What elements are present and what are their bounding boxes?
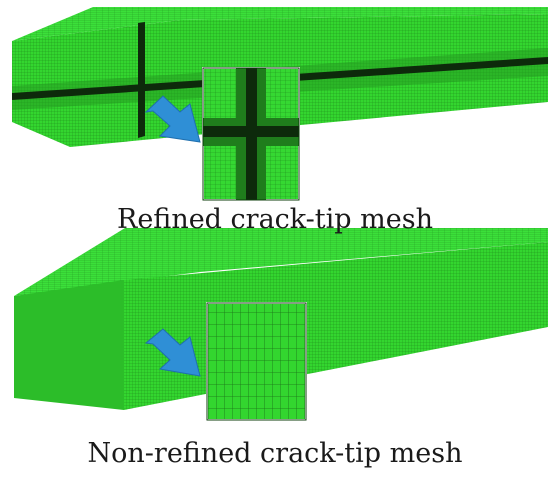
refined-inset bbox=[202, 67, 300, 201]
refined-caption: Refined crack-tip mesh bbox=[117, 204, 433, 235]
non-refined-caption: Non-refined crack-tip mesh bbox=[87, 438, 463, 469]
non-refined-inset bbox=[206, 302, 307, 421]
refined-beam-top-face bbox=[12, 7, 548, 41]
crack-line-vertical bbox=[138, 22, 145, 138]
non-refined-beam-top-face bbox=[14, 228, 548, 296]
arrow-right-down-icon-lower bbox=[144, 328, 201, 377]
non-refined-beam-side-face bbox=[14, 280, 124, 410]
arrow-right-down-icon bbox=[144, 95, 201, 143]
